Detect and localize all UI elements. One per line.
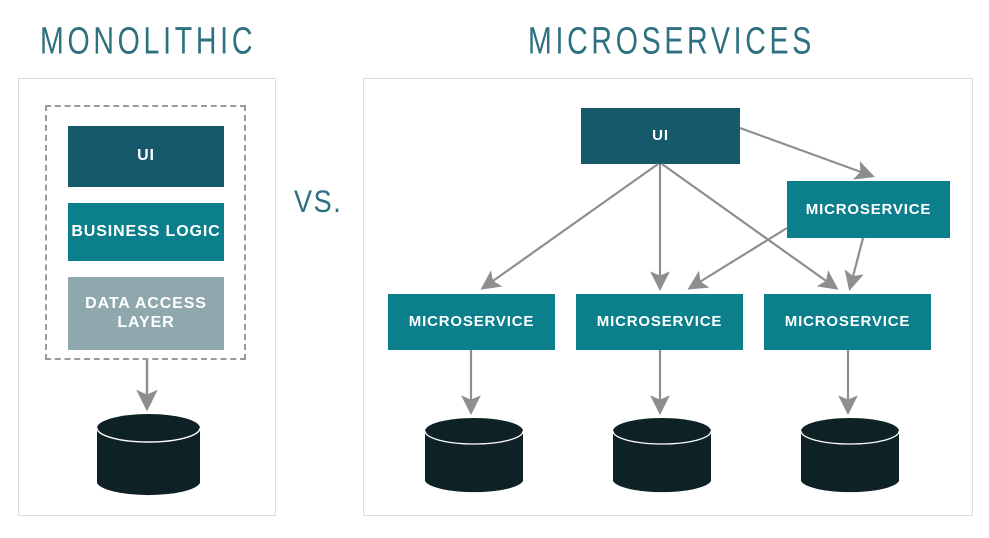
microservice-box-bottom-left[interactable]: MICROSERVICE	[388, 294, 555, 350]
monolithic-title: MONOLITHIC	[40, 19, 257, 63]
microservice-database-icon-3	[800, 417, 900, 495]
versus-label: VS.	[294, 183, 343, 220]
microservice-box-bottom-center[interactable]: MICROSERVICE	[576, 294, 743, 350]
monolith-layer-business-logic[interactable]: BUSINESS LOGIC	[68, 203, 224, 261]
microservice-box-top-right[interactable]: MICROSERVICE	[787, 181, 950, 238]
microservices-ui-box[interactable]: UI	[581, 108, 740, 164]
microservices-title: MICROSERVICES	[528, 19, 815, 63]
monolith-database-icon	[96, 413, 201, 498]
microservice-box-bottom-right[interactable]: MICROSERVICE	[764, 294, 931, 350]
microservice-database-icon-2	[612, 417, 712, 495]
monolith-layer-data-access[interactable]: DATA ACCESS LAYER	[68, 277, 224, 350]
microservice-database-icon-1	[424, 417, 524, 495]
monolith-boundary-dashed	[45, 105, 246, 360]
monolith-layer-ui[interactable]: UI	[68, 126, 224, 187]
